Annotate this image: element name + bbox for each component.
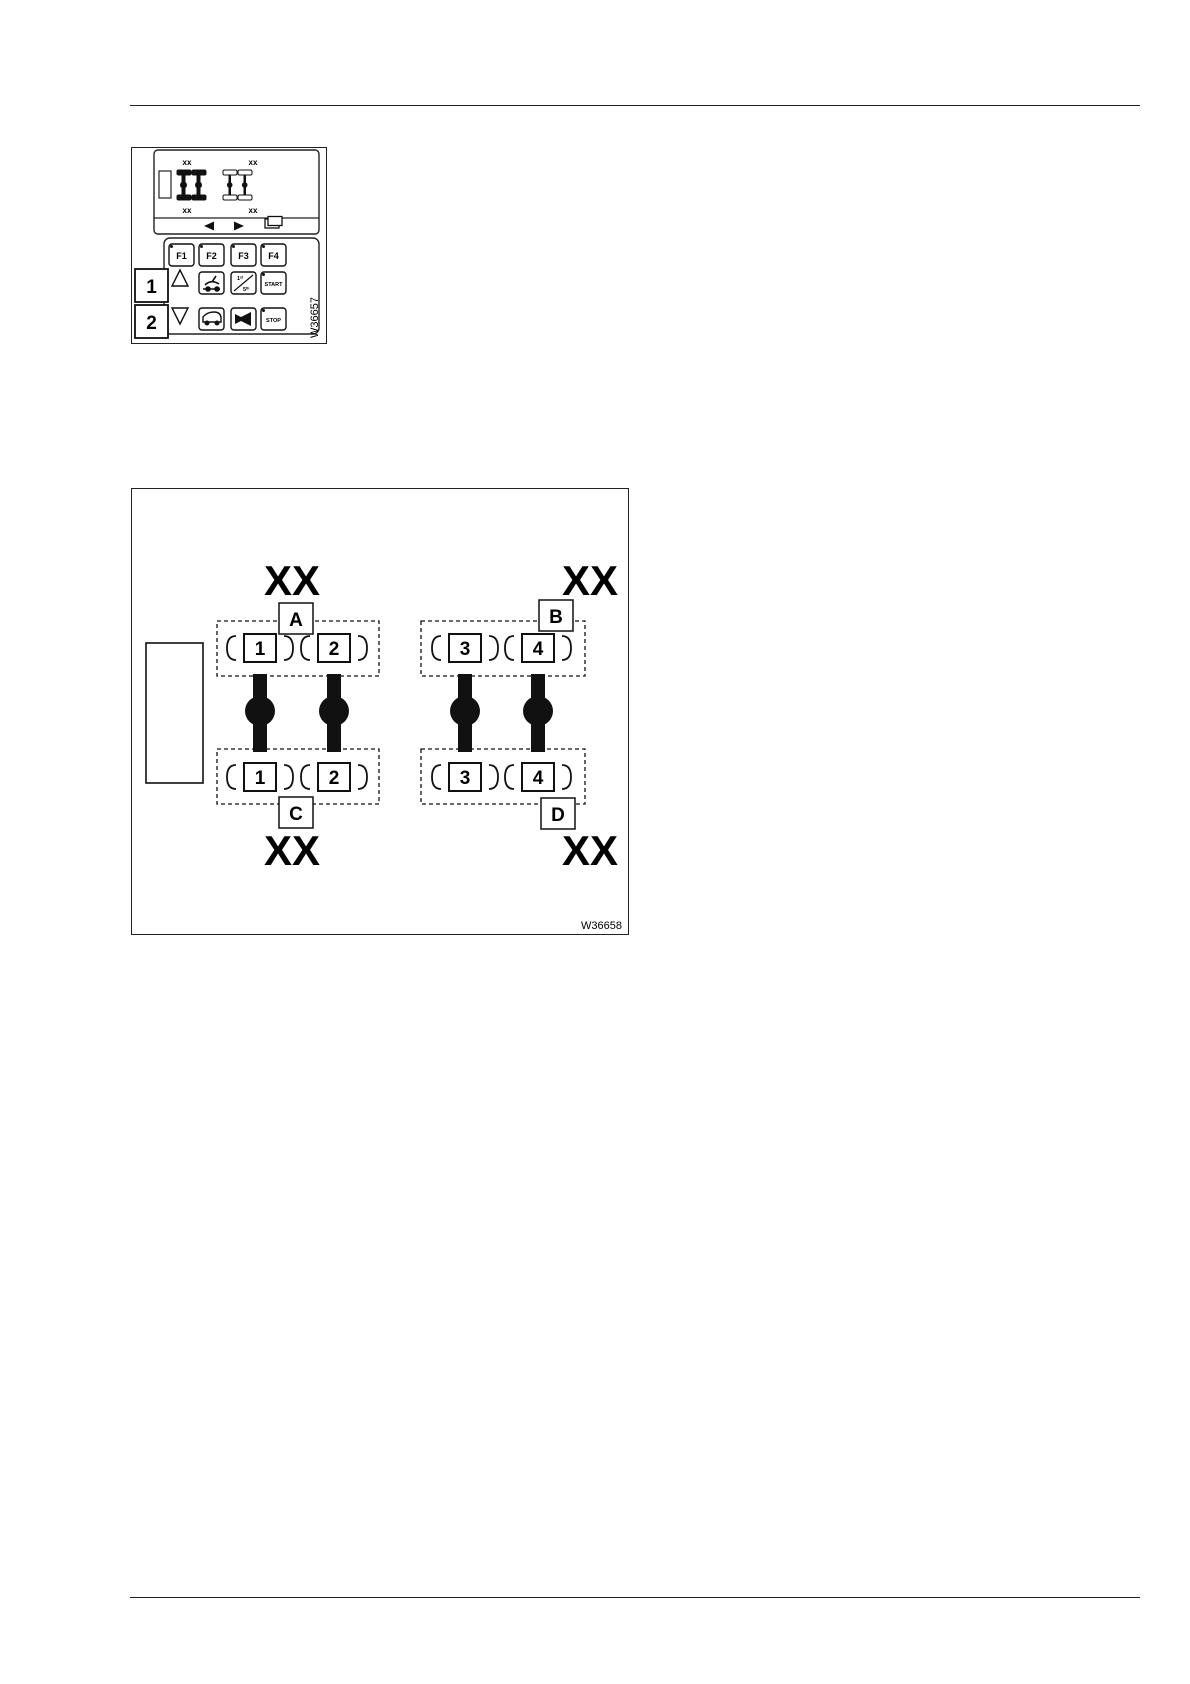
wheel-box-bottom-3: 3 <box>449 763 481 791</box>
steering-key[interactable] <box>199 272 224 294</box>
wheel-box-bottom-2: 2 <box>318 763 350 791</box>
f1-key-label: F1 <box>176 251 187 261</box>
wheel-label: 4 <box>533 768 544 789</box>
group-d-label: D <box>541 798 575 829</box>
triangle-up-icon <box>172 270 188 286</box>
wheel-box-top-1: 1 <box>244 634 276 662</box>
stop-key-label: STOP <box>266 318 281 324</box>
axle-icon-rear <box>223 170 252 200</box>
readout-d: XX <box>562 827 618 874</box>
f2-key[interactable]: F2 <box>199 244 224 266</box>
horn-key[interactable] <box>231 308 256 330</box>
readout-a: XX <box>264 557 320 604</box>
wheel-box-bottom-1: 1 <box>244 763 276 791</box>
display-frame <box>154 150 319 234</box>
group-c-label: C <box>279 797 313 828</box>
group-letter: C <box>289 804 303 825</box>
screen-readout-bottom-right: xx <box>249 206 258 215</box>
screen-readout-top-left: xx <box>183 158 192 167</box>
axle-icon-front <box>177 170 206 200</box>
f2-key-label: F2 <box>206 251 217 261</box>
figure-2-id: W36658 <box>581 920 622 932</box>
wheel-label: 1 <box>255 768 266 789</box>
cab-outline <box>146 643 203 783</box>
up-key[interactable] <box>172 270 188 286</box>
footer-rule <box>130 1597 1140 1598</box>
figure-axle-diagram: 1 2 3 4 1 2 3 4 <box>131 488 629 935</box>
wheel-brackets-bottom <box>227 765 571 789</box>
control-panel-drawing: xx xx xx xx <box>132 148 326 343</box>
callout-1-label: 1 <box>146 277 157 298</box>
f3-key[interactable]: F3 <box>231 244 256 266</box>
wheel-label: 3 <box>460 768 471 789</box>
callout-2-label: 2 <box>146 313 157 334</box>
f1-key[interactable]: F1 <box>169 244 194 266</box>
group-letter: B <box>549 607 563 628</box>
figure-control-panel: xx xx xx xx <box>131 147 327 344</box>
screen-readout-bottom-left: xx <box>183 206 192 215</box>
screen-readout-top-right: xx <box>249 158 258 167</box>
window-icon <box>265 217 282 229</box>
axle-diagram-drawing: 1 2 3 4 1 2 3 4 <box>132 489 628 934</box>
stop-key[interactable]: STOP <box>261 308 286 330</box>
wheel-box-top-2: 2 <box>318 634 350 662</box>
triangle-down-icon <box>172 308 188 324</box>
header-rule <box>130 105 1140 106</box>
f4-key-label: F4 <box>268 251 279 261</box>
group-b-label: B <box>539 600 573 631</box>
arrow-left-icon <box>204 222 214 231</box>
axle-shafts <box>245 674 553 752</box>
start-key-label: START <box>265 282 284 288</box>
readout-c: XX <box>264 827 320 874</box>
wheel-label: 1 <box>255 639 266 660</box>
wheel-box-top-3: 3 <box>449 634 481 662</box>
group-d-frame <box>421 749 585 804</box>
f4-key[interactable]: F4 <box>261 244 286 266</box>
callout-1: 1 <box>135 269 168 302</box>
group-letter: A <box>289 610 303 631</box>
group-letter: D <box>551 805 565 826</box>
gear-range-key[interactable]: 1ˢᵗ 5ᵗʰ <box>231 272 256 294</box>
wheel-box-top-4: 4 <box>522 634 554 662</box>
gear-top-label: 1ˢᵗ <box>237 275 244 282</box>
vehicle-key[interactable] <box>199 308 224 330</box>
gear-bottom-label: 5ᵗʰ <box>243 286 249 293</box>
start-key[interactable]: START <box>261 272 286 294</box>
wheel-brackets-top <box>227 636 571 660</box>
group-c-frame <box>217 749 379 804</box>
wheel-label: 2 <box>329 768 340 789</box>
wheel-label: 2 <box>329 639 340 660</box>
callout-2: 2 <box>135 305 168 338</box>
wheel-box-bottom-4: 4 <box>522 763 554 791</box>
figure-1-id: W36657 <box>309 297 321 338</box>
cab-marker <box>159 171 171 198</box>
arrow-right-icon <box>234 222 244 231</box>
f3-key-label: F3 <box>238 251 249 261</box>
readout-b: XX <box>562 557 618 604</box>
wheel-label: 4 <box>533 639 544 660</box>
wheel-label: 3 <box>460 639 471 660</box>
group-a-label: A <box>279 603 313 634</box>
down-key[interactable] <box>172 308 188 324</box>
